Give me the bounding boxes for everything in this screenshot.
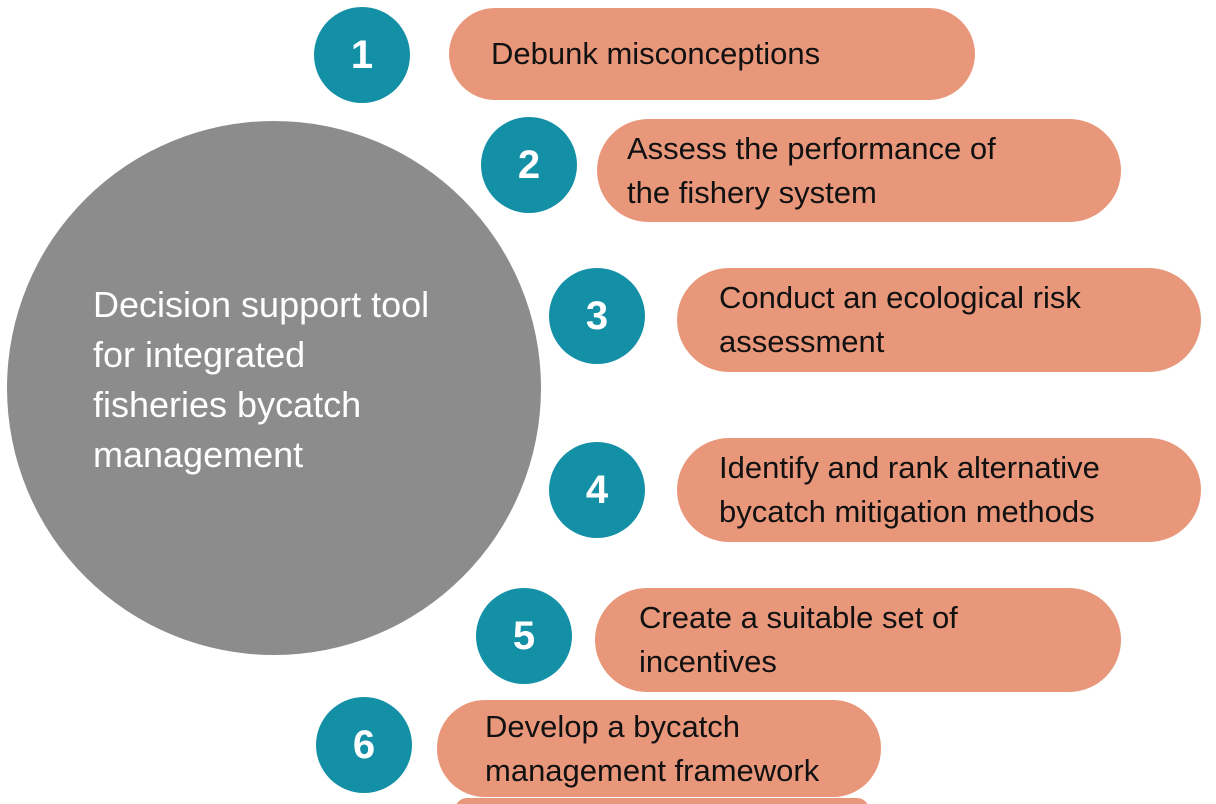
step-label-5: Create a suitable set of incentives [639,600,958,679]
step-label-1: Debunk misconceptions [491,36,821,71]
step-number-circle-3: 3 [549,268,645,364]
step-label-3: Conduct an ecological risk assessment [719,280,1081,359]
step-pill-3: Conduct an ecological risk assessment [677,268,1201,372]
step-pill-2: Assess the performance of the fishery sy… [597,119,1121,222]
step-number-2: 2 [517,142,541,187]
step-number-circle-4: 4 [549,442,645,538]
step-number-circle-2: 2 [481,117,577,213]
step-label-4: Identify and rank alternative bycatch mi… [719,450,1100,529]
step-number-circle-6: 6 [316,697,412,793]
central-topic-title: Decision support tool for integrated fis… [93,284,430,475]
step-pill-1: Debunk misconceptions [449,8,975,100]
step-pill-5: Create a suitable set of incentives [595,588,1121,692]
step-number-3: 3 [585,293,609,338]
step-number-6: 6 [352,722,376,767]
step-number-1: 1 [350,32,374,77]
step-label-6: Develop a bycatch management framework [485,708,820,788]
central-topic-circle [7,121,541,655]
step-number-circle-5: 5 [476,588,572,684]
step-pill-6: Develop a bycatch management framework [437,700,881,797]
step-pill-4: Identify and rank alternative bycatch mi… [677,438,1201,542]
step-number-4: 4 [585,467,609,512]
step-label-2: Assess the performance of the fishery sy… [627,130,996,210]
step-number-circle-1: 1 [314,7,410,103]
step-number-5: 5 [512,613,536,658]
cut-off-pill-bottom [455,798,869,804]
